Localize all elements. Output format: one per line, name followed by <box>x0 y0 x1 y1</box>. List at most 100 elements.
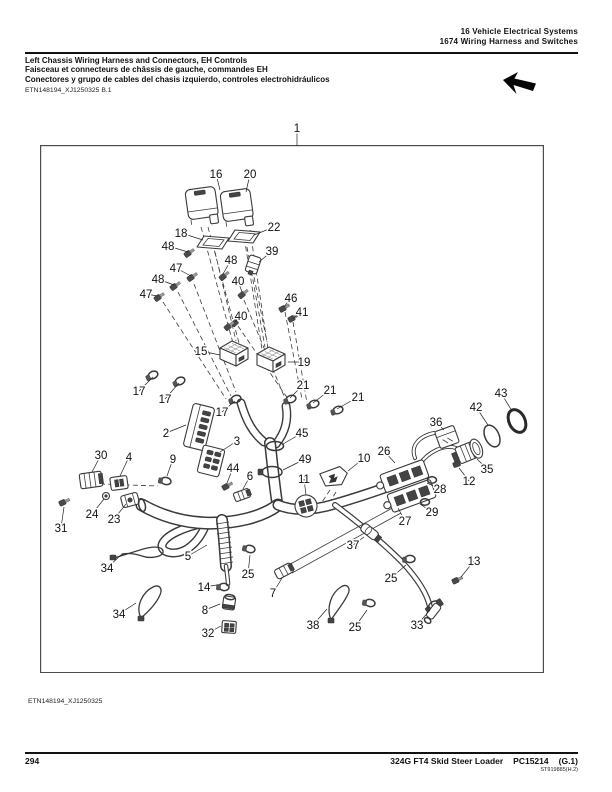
connector-11 <box>294 494 318 518</box>
connector-2 <box>183 403 215 451</box>
callout-leader-25 <box>247 554 251 575</box>
callout-number-19: 19 <box>298 357 311 369</box>
callout-number-29: 29 <box>426 507 439 519</box>
footer-publication-info: 324G FT4 Skid Steer Loader PC15214 (G.1) S… <box>390 756 578 773</box>
connector-block-19 <box>256 346 286 373</box>
callout-number-43: 43 <box>495 388 508 400</box>
running-header: 16 Vehicle Electrical Systems 1674 Wirin… <box>440 27 578 47</box>
callout-number-48: 48 <box>152 274 165 286</box>
callout-leader-5 <box>187 544 208 557</box>
cable-tie-34-a <box>109 546 164 561</box>
callout-number-8: 8 <box>202 605 208 617</box>
callout-leader-21 <box>312 389 331 404</box>
callout-leader-47 <box>145 293 159 297</box>
callout-number-20: 20 <box>244 169 257 181</box>
callout-number-10: 10 <box>358 453 371 465</box>
callout-leader-18 <box>180 232 204 241</box>
callout-leader-43 <box>500 392 513 412</box>
continued-arrow-icon <box>503 72 536 94</box>
callout-number-21: 21 <box>352 392 365 404</box>
callout-number-4: 4 <box>126 452 133 464</box>
pin-12 <box>452 460 461 468</box>
connector-23 <box>120 492 140 508</box>
wiring-harness-illustration: 1162018223948474847484040464115191717172… <box>40 122 544 673</box>
callout-number-26: 26 <box>378 446 391 458</box>
callout-number-34: 34 <box>101 563 114 575</box>
callout-leader-17 <box>138 376 154 392</box>
clamp-21-b <box>305 398 321 411</box>
callout-leader-23 <box>113 503 127 520</box>
callout-leader-48 <box>157 278 175 286</box>
callout-number-35: 35 <box>481 464 494 476</box>
bolt-48-b <box>169 280 182 292</box>
callout-leader-31 <box>60 506 65 529</box>
footer-model: 324G FT4 Skid Steer Loader <box>390 756 504 766</box>
callout-number-31: 31 <box>55 523 68 535</box>
callout-leader-9 <box>166 458 174 477</box>
nut-24 <box>101 491 111 501</box>
cable-tie-38 <box>327 584 350 624</box>
callout-number-44: 44 <box>227 463 240 475</box>
footer-revision: (G.1) <box>558 756 578 766</box>
title-block: Left Chassis Wiring Harness and Connecto… <box>25 56 330 84</box>
figure-caption: ETN148194_XJ1250325 <box>28 698 103 705</box>
bolt-48-a <box>183 247 196 259</box>
clamp-14 <box>215 582 231 592</box>
cable-tie-34-b <box>137 585 162 622</box>
callout-leader-4 <box>119 456 130 477</box>
callout-number-21: 21 <box>324 385 337 397</box>
callout-number-33: 33 <box>411 620 424 632</box>
callout-number-36: 36 <box>430 417 443 429</box>
tube-end-cap <box>137 497 147 513</box>
footer-print-code: ST919885(H.2) <box>540 767 578 773</box>
switch-bezel-22 <box>227 229 261 244</box>
callout-number-16: 16 <box>210 169 223 181</box>
seal-29 <box>419 498 431 506</box>
connector-30 <box>78 470 104 490</box>
callout-leader-10 <box>347 457 365 472</box>
bolt-47-b <box>153 291 166 303</box>
callout-leader-15 <box>200 350 221 356</box>
switch-bezel-18 <box>196 235 230 250</box>
band-clamp-49 <box>257 465 283 479</box>
figure-border <box>40 145 544 673</box>
o-ring-43 <box>506 408 528 434</box>
callout-number-3: 3 <box>234 436 240 448</box>
callout-leader-28 <box>426 482 441 490</box>
callout-leader-46 <box>283 297 292 308</box>
callout-leader-40 <box>237 280 243 293</box>
connector-7 <box>274 562 295 580</box>
callout-leader-2 <box>165 424 187 434</box>
callout-number-40: 40 <box>235 311 248 323</box>
callout-number-41: 41 <box>296 307 309 319</box>
callout-leader-24 <box>91 498 105 515</box>
fitting-8 <box>221 593 237 611</box>
seal-28 <box>426 476 438 484</box>
callout-number-11: 11 <box>298 474 310 486</box>
figure-reference: ETN148194_XJ1250325 B.1 <box>25 87 112 94</box>
footer-publication: PC15214 <box>513 756 549 766</box>
callout-leader-33 <box>416 609 431 626</box>
callout-number-17: 17 <box>133 386 146 398</box>
callout-number-28: 28 <box>434 484 447 496</box>
callout-number-25: 25 <box>385 573 398 585</box>
fitting-37 <box>360 523 383 543</box>
switch-39 <box>244 254 262 276</box>
callout-leader-14 <box>203 584 218 588</box>
bolt-31 <box>58 496 71 507</box>
clamp-17-b <box>170 374 187 389</box>
callout-leader-27 <box>397 507 406 522</box>
callout-number-15: 15 <box>195 346 208 358</box>
callout-number-23: 23 <box>108 514 121 526</box>
callout-leader-49 <box>282 458 306 471</box>
callout-number-32: 32 <box>202 628 215 640</box>
callout-number-24: 24 <box>86 509 99 521</box>
connector-32 <box>221 620 237 634</box>
relay-36 <box>434 425 460 449</box>
page-title: Left Chassis Wiring Harness and Connecto… <box>25 56 248 65</box>
header-group: 1674 Wiring Harness and Switches <box>439 37 578 46</box>
connector-3 <box>196 444 226 478</box>
callout-number-27: 27 <box>399 516 412 528</box>
callout-leader-48 <box>222 259 232 275</box>
callout-leader-12 <box>458 467 470 482</box>
